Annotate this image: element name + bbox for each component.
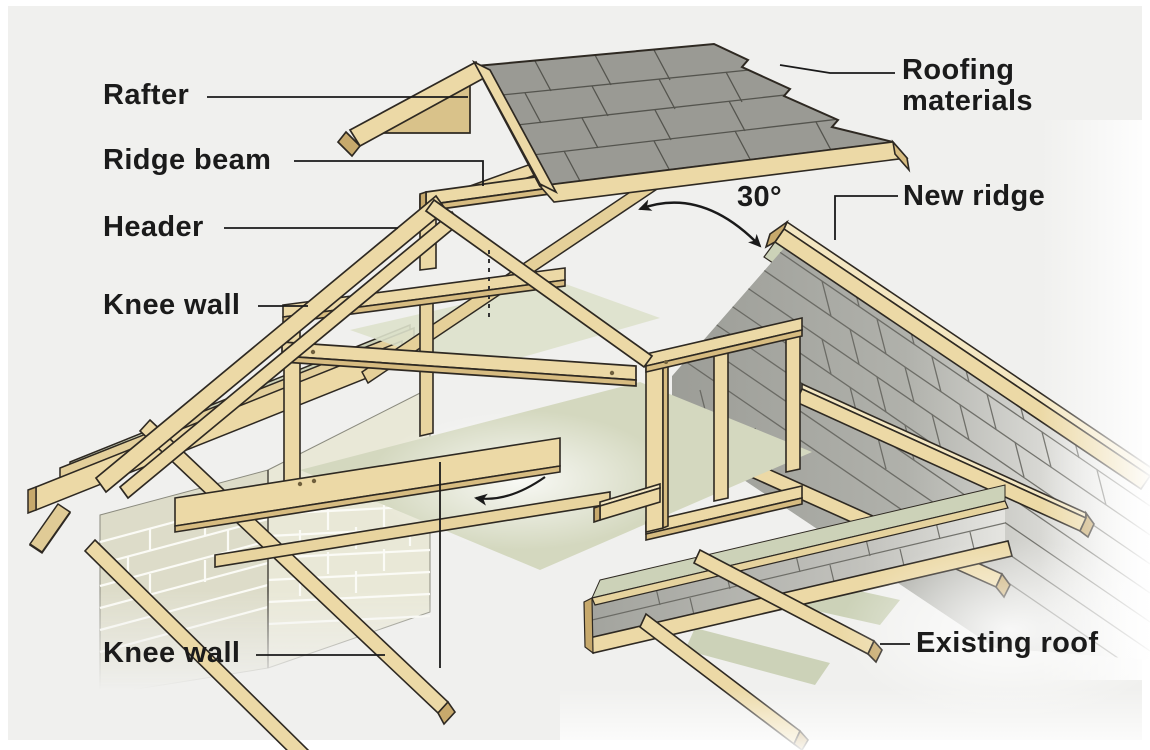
fade-tails <box>840 540 1150 720</box>
front-rafters <box>94 194 654 500</box>
label-knee-wall-upper: Knee wall <box>103 289 241 321</box>
ridge-beam-leader-line <box>294 160 484 186</box>
angle-arrow-icon <box>638 199 762 248</box>
roof-sheathing-lower2 <box>685 628 830 685</box>
label-existing-roof: Existing roof <box>916 627 1099 659</box>
label-rafter: Rafter <box>103 79 190 111</box>
leader-lines <box>207 64 910 668</box>
label-angle-30: 30° <box>737 181 783 213</box>
label-new-ridge: New ridge <box>903 180 1046 212</box>
label-header: Header <box>103 211 204 243</box>
floor-arrow-icon <box>474 476 546 506</box>
label-ridge-beam: Ridge beam <box>103 144 272 176</box>
label-roofing-materials: Roofing materials <box>902 55 1033 117</box>
roof-panel-fascia <box>538 139 911 203</box>
label-roofing-materials-line2: materials <box>902 85 1033 117</box>
label-knee-wall-lower: Knee wall <box>103 637 241 669</box>
attic-knee-wall-framing <box>174 437 611 568</box>
shingle-strip <box>583 484 1013 655</box>
dormer-right-wall <box>593 316 803 542</box>
new-ridge-leader-line <box>834 195 898 240</box>
label-roofing-materials-line1: Roofing <box>902 54 1015 86</box>
roof-panel-shingles <box>476 44 893 186</box>
roofing-materials-leader-line <box>779 64 895 74</box>
